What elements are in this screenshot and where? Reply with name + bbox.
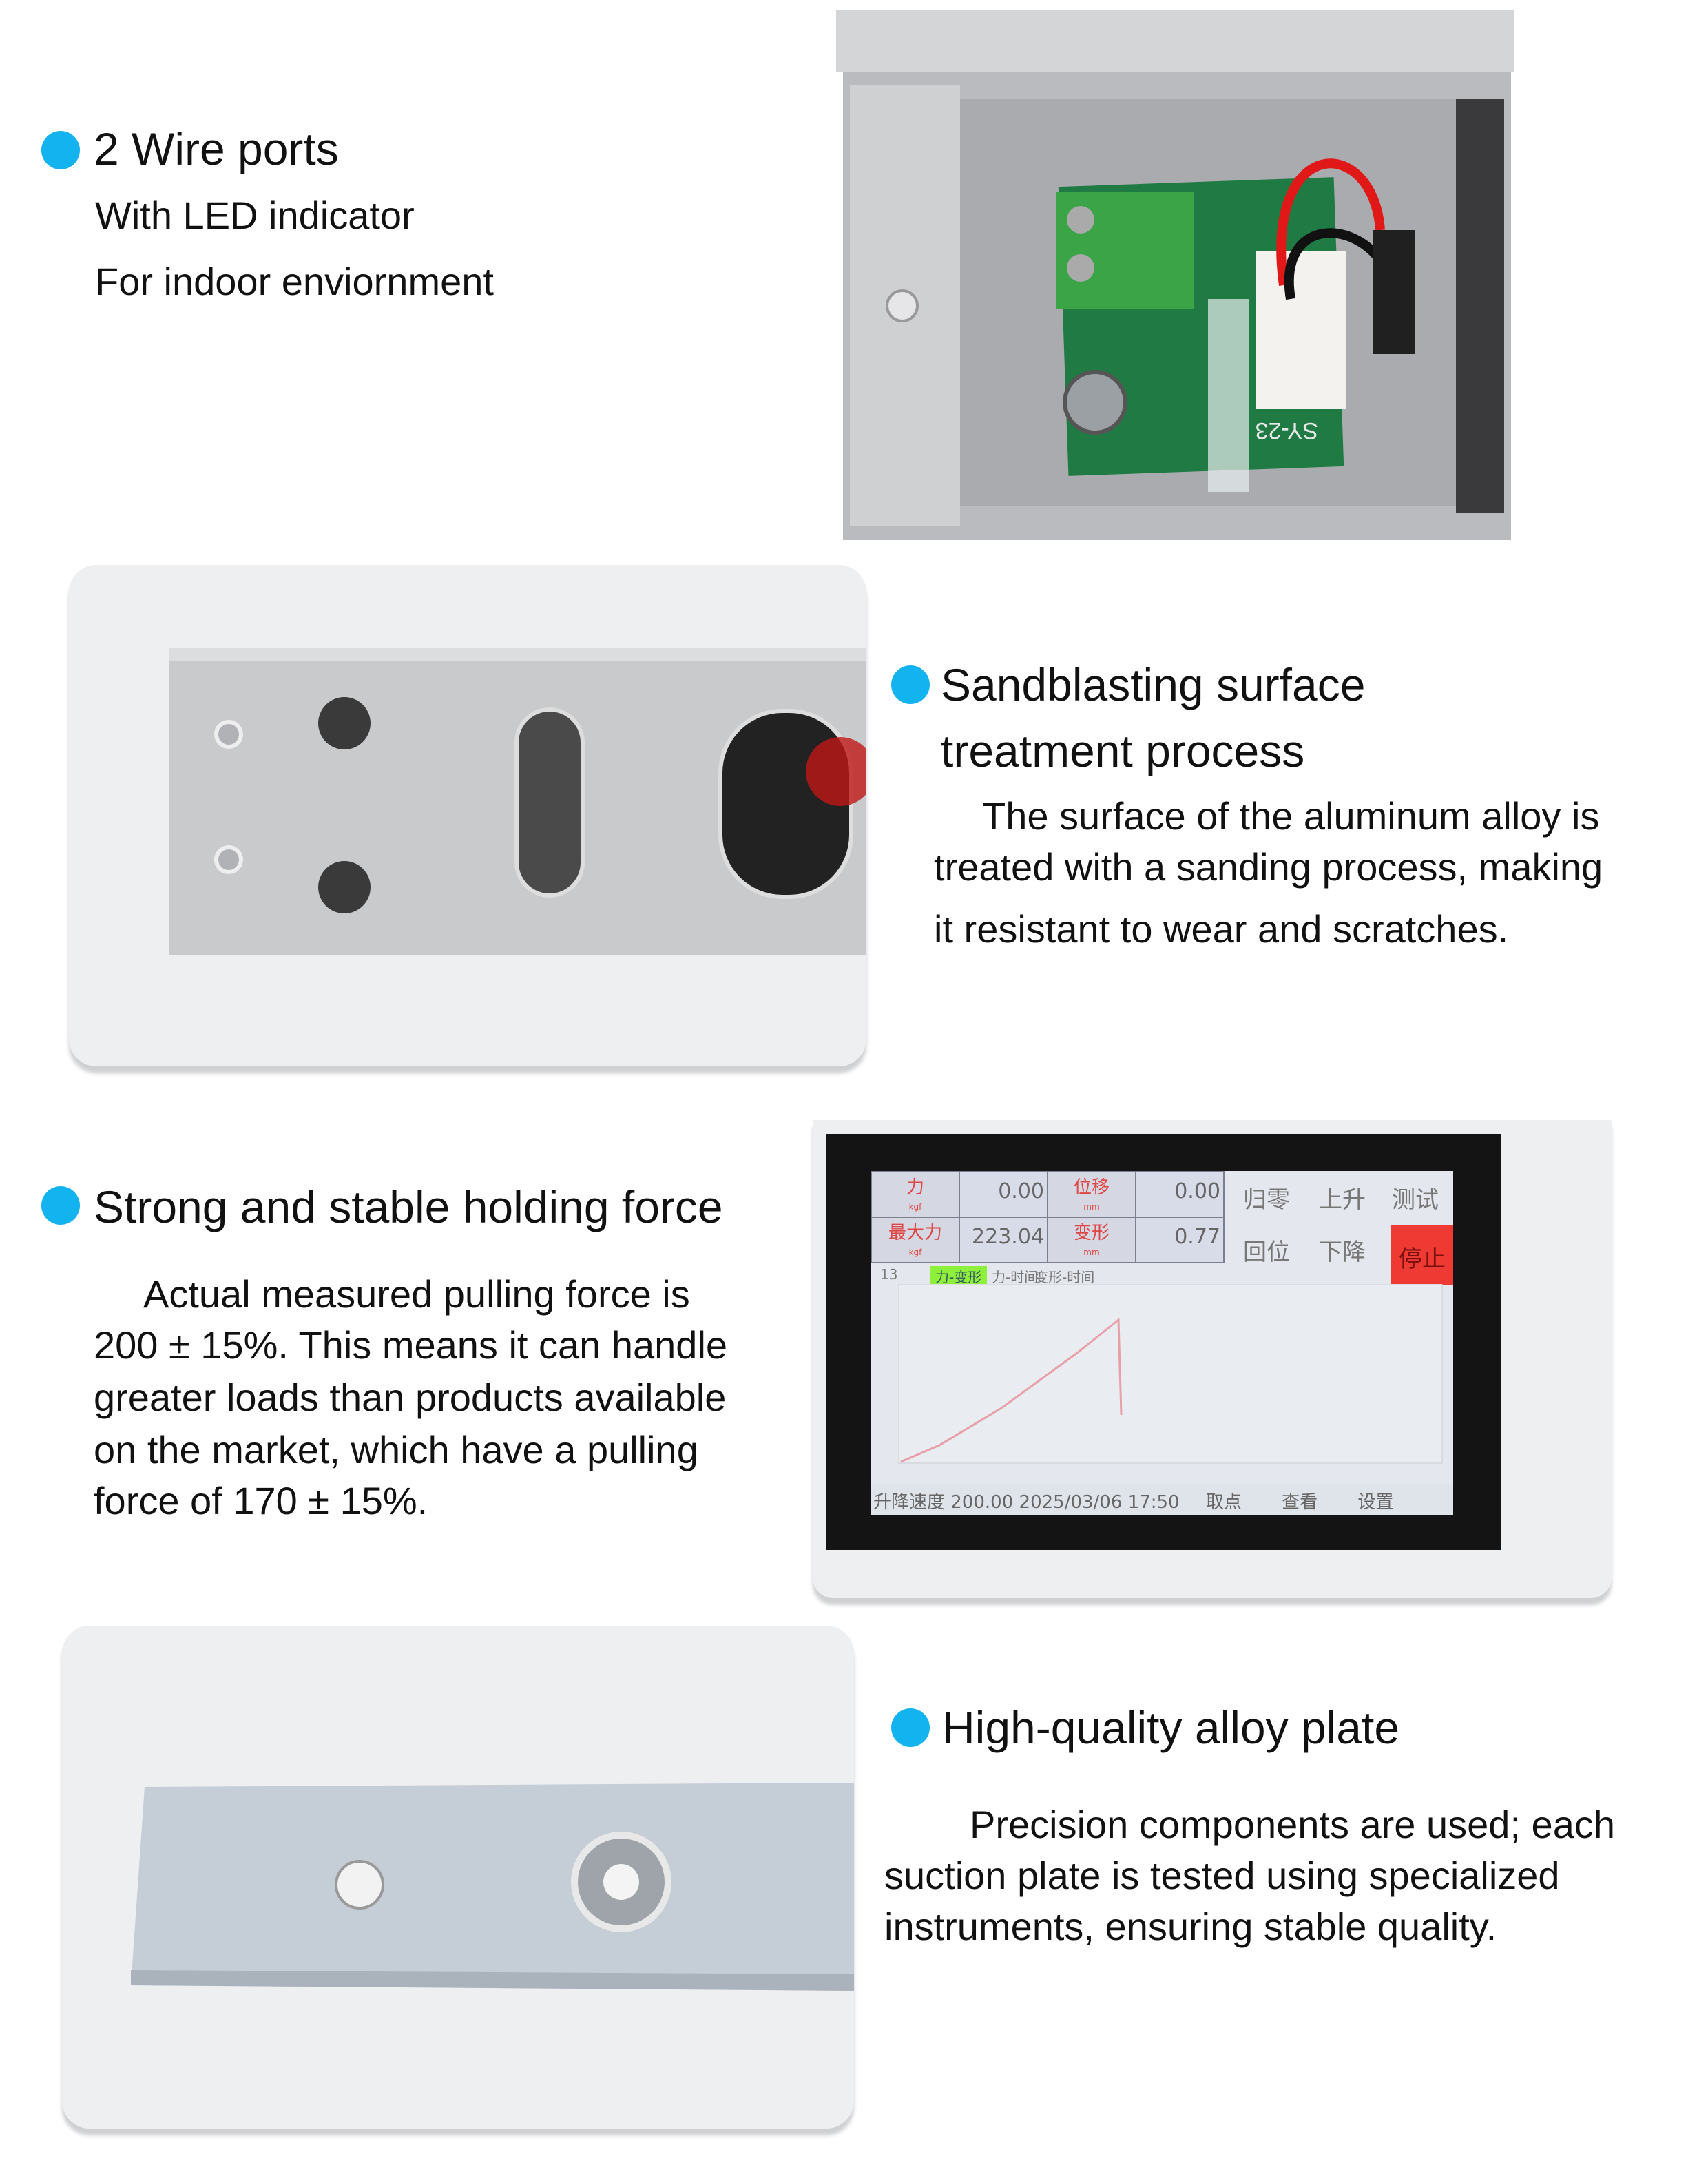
displacement-label-text: 位移 — [1073, 1177, 1110, 1198]
feature-line: For indoor enviornment — [95, 260, 494, 303]
sample-count: 13 — [880, 1266, 898, 1283]
tester-screen-bezel: 力 kgf 0.00 位移 mm 0.00 最大力 kgf 223.04 变形 mm 0… — [826, 1134, 1501, 1550]
feature-line: suction plate is tested using specialize… — [884, 1854, 1560, 1897]
settings-button[interactable]: 设置 — [1357, 1492, 1394, 1513]
view-button[interactable]: 查看 — [1282, 1492, 1318, 1513]
deformation-label-text: 变形 — [1073, 1223, 1110, 1243]
section-title-alloy-plate: High-quality alloy plate — [942, 1702, 1400, 1753]
test-button[interactable]: 测试 — [1392, 1186, 1439, 1214]
feature-line: on the market, which have a pulling — [94, 1428, 698, 1471]
max-force-label-text: 最大力 — [888, 1223, 942, 1243]
feature-line: 200 ± 15%. This means it can handle — [94, 1323, 728, 1367]
reset-button[interactable]: 回位 — [1243, 1239, 1290, 1266]
pcb-label: SY-23 — [1256, 417, 1318, 444]
feature-line: Precision components are used; each — [970, 1803, 1615, 1846]
time: 17:50 — [1127, 1492, 1180, 1513]
tab-force-deformation[interactable]: 力-变形 — [930, 1266, 988, 1286]
section-title-wire-ports: 2 Wire ports — [94, 123, 339, 174]
displacement-unit: mm — [1083, 1202, 1100, 1212]
product-photo-wiring-box: SY-23 — [836, 10, 1514, 541]
bullet-icon — [41, 131, 80, 169]
product-photo-alloy-plate — [62, 1626, 854, 2129]
force-unit: kgf — [908, 1202, 922, 1212]
deformation-label: 变形 mm — [1047, 1217, 1136, 1263]
feature-line: The surface of the aluminum alloy is — [982, 794, 1600, 838]
force-curve — [900, 1317, 1123, 1463]
speed-value: 200.00 — [950, 1492, 1014, 1513]
max-force-label: 最大力 kgf — [871, 1217, 960, 1263]
section-title-holding-force: Strong and stable holding force — [94, 1181, 723, 1232]
force-value: 0.00 — [959, 1171, 1048, 1218]
section-title-sandblasting: Sandblasting surface — [941, 659, 1366, 710]
bullet-icon — [891, 1708, 930, 1747]
feature-line: With LED indicator — [95, 194, 415, 237]
date: 2025/03/06 — [1019, 1492, 1123, 1513]
down-button[interactable]: 下降 — [1319, 1239, 1366, 1266]
status-bar: 升降速度 200.00 2025/03/06 17:50 取点 查看 设置 — [871, 1484, 1453, 1515]
up-button[interactable]: 上升 — [1319, 1186, 1366, 1214]
zero-button[interactable]: 归零 — [1243, 1186, 1290, 1214]
force-label: 力 kgf — [871, 1171, 960, 1218]
tab-force-time[interactable]: 力-时间 — [992, 1269, 1039, 1285]
max-force-unit: kgf — [908, 1248, 922, 1257]
feature-line: it resistant to wear and scratches. — [934, 907, 1509, 951]
tab-deformation-time[interactable]: 变形-时间 — [1034, 1269, 1095, 1285]
feature-line: Actual measured pulling force is — [143, 1272, 690, 1316]
product-photo-sandblasted-surface — [69, 565, 866, 1066]
deformation-value: 0.77 — [1135, 1217, 1225, 1263]
stop-button[interactable]: 停止 — [1391, 1225, 1453, 1285]
product-photo-force-tester: 力 kgf 0.00 位移 mm 0.00 最大力 kgf 223.04 变形 mm 0… — [813, 1120, 1612, 1598]
displacement-value: 0.00 — [1135, 1171, 1225, 1218]
feature-line: greater loads than products available — [94, 1376, 727, 1419]
section-title-sandblasting-2: treatment process — [941, 725, 1305, 776]
feature-line: treated with a sanding process, making — [934, 845, 1603, 889]
force-label-text: 力 — [906, 1177, 924, 1198]
bullet-icon — [41, 1186, 80, 1225]
feature-line: force of 170 ± 15%. — [94, 1479, 428, 1522]
bullet-icon — [891, 665, 930, 704]
force-curve-plot — [898, 1284, 1443, 1464]
displacement-label: 位移 mm — [1047, 1171, 1136, 1218]
pick-point-button[interactable]: 取点 — [1205, 1492, 1242, 1513]
tester-display: 力 kgf 0.00 位移 mm 0.00 最大力 kgf 223.04 变形 mm 0… — [871, 1171, 1453, 1515]
deformation-unit: mm — [1083, 1248, 1100, 1257]
max-force-value: 223.04 — [959, 1217, 1048, 1263]
feature-line: instruments, ensuring stable quality. — [884, 1905, 1497, 1948]
speed-label: 升降速度 — [873, 1492, 946, 1513]
